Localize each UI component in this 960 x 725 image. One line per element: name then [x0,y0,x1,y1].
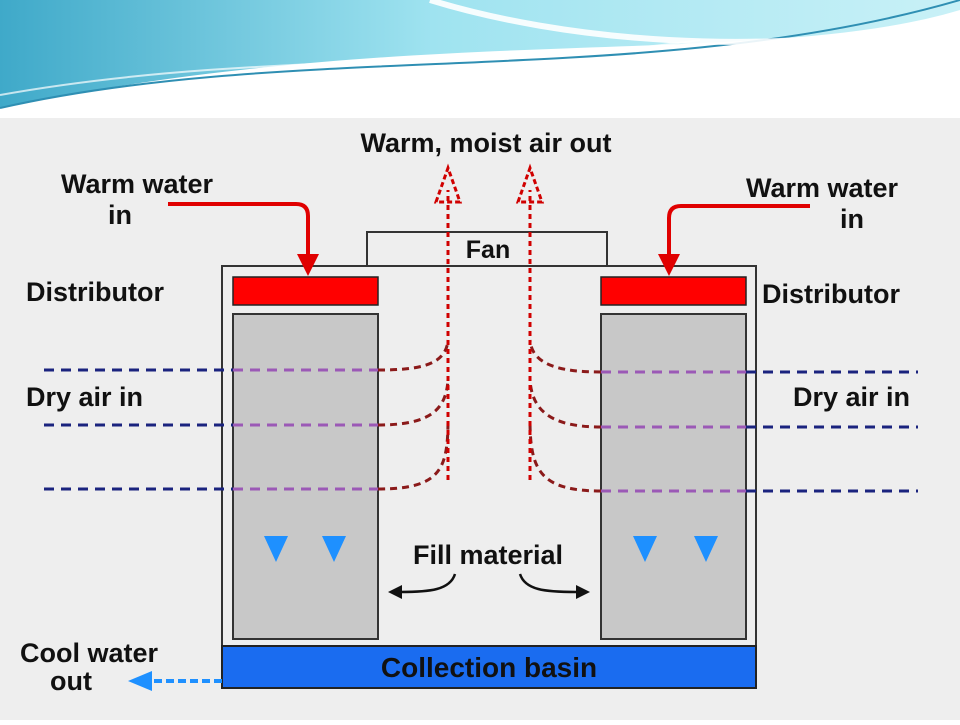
slide-header-swoosh [0,0,960,109]
warm-water-in-right-label-2: in [840,204,864,234]
collection-basin-label: Collection basin [381,652,597,683]
water-flow-arrows [264,328,718,562]
collection-basin [221,645,757,689]
distributor-left-bar [232,276,379,306]
dry-air-in-right-label: Dry air in [793,382,910,412]
warm-water-in-right-label-1: Warm water [746,173,899,203]
diagram-panel: Fan Collection basin [0,118,960,720]
warm-water-in-left-label-1: Warm water [61,169,214,199]
cool-water-out-label-2: out [50,666,92,696]
distributor-right-bar [600,276,747,306]
cool-water-out-arrow [128,671,222,691]
fill-material-pointers [388,573,590,599]
distributor-left-label: Distributor [26,277,164,307]
distributor-right-label: Distributor [762,279,900,309]
fan-label: Fan [466,236,510,264]
cool-water-out-label-1: Cool water [20,638,159,668]
fill-material-left [232,313,379,640]
warm-water-in-left-arrow [168,202,319,276]
warm-air-out-arrows [433,163,545,480]
dry-air-in-left-label: Dry air in [26,382,143,412]
warm-water-in-right-arrow [658,204,810,276]
fill-material-label: Fill material [413,540,563,570]
dry-air-lines [44,368,918,493]
fan-housing [366,231,608,267]
warm-water-in-left-label-2: in [108,200,132,230]
warm-air-out-label: Warm, moist air out [360,128,611,158]
fill-material-right [600,313,747,640]
